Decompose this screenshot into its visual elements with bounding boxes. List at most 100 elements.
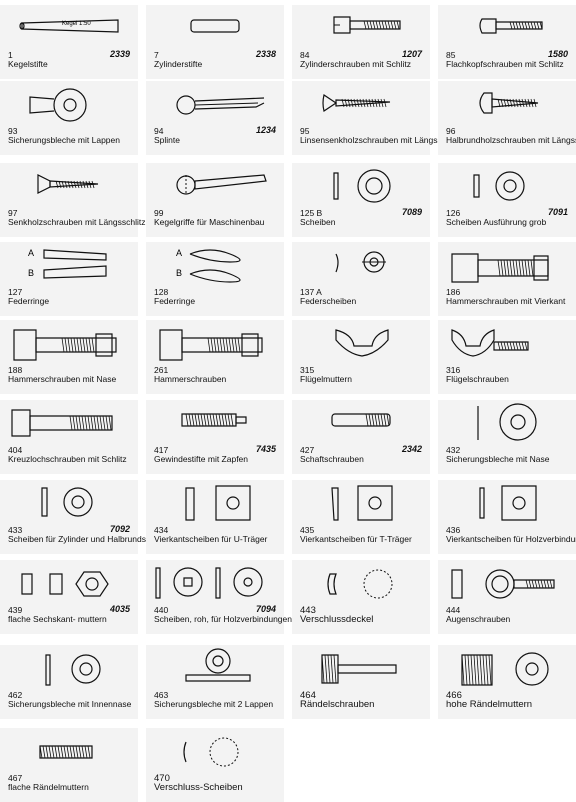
shank-screw-icon [292,400,430,446]
part-number: 444 [446,605,461,615]
part-number: 7 [154,50,159,60]
part-number: 436 [446,525,461,535]
part-name: Rändelschrauben [300,699,375,710]
part-name: Sicherungsbleche mit Lappen [8,135,120,145]
part-number: 125 B [300,208,323,218]
din-number: 7089 [401,207,422,217]
part-name: Vierkantscheiben für T-Träger [300,534,412,544]
part-name: Vierkantscheiben für U-Träger [154,534,268,544]
part-number: 128 [154,287,169,297]
closure-cap-icon [292,560,430,606]
din-number: 7091 [547,207,568,217]
coarse-washer-icon [438,163,576,209]
rough-washer-icon [146,560,284,606]
part-number: 435 [300,525,315,535]
round-head-wood-screw-icon [438,81,576,127]
part-name: hohe Rändelmuttern [446,699,533,710]
part-number: 93 [8,126,18,136]
din-number: 2338 [255,49,276,59]
part-number: 434 [154,525,169,535]
part-number: 315 [300,365,315,375]
part-name: Kreuzlochschrauben mit Schlitz [8,454,127,464]
part-number: 433 [8,525,23,535]
part-number: 432 [446,445,461,455]
svg-text:B: B [28,268,34,278]
svg-text:A: A [28,248,34,258]
din-number: 4035 [109,604,130,614]
part-name: Scheiben [300,217,336,227]
t-head-bolt-icon [146,320,284,366]
part-name: Schaftschrauben [300,454,364,464]
countersunk-wood-screw-icon [0,163,138,209]
part-number: 466 [446,690,462,701]
part-number: 97 [8,208,18,218]
part-name: Gewindestifte mit Zapfen [154,454,249,464]
raised-countersunk-wood-screw-icon [292,81,430,127]
part-number: 404 [8,445,23,455]
taper-pin-icon: Kegel 1:50 [0,5,138,51]
part-number: 94 [154,126,164,136]
knurled-screw-icon [292,645,430,691]
lock-washer-nose-icon [438,400,576,446]
part-number: 470 [154,773,170,784]
pan-head-screw-icon [438,5,576,51]
part-name: Linsensenkholzschrauben mit Längsschlitz [300,135,462,145]
din-number: 1580 [547,49,568,59]
two-tab-washer-icon [146,645,284,691]
part-name: Senkholzschrauben mit Längsschlitz [8,217,146,227]
svg-text:B: B [176,268,182,278]
part-number: 99 [154,208,164,218]
part-number: 96 [446,126,456,136]
part-name: Vierkantscheiben für Holzverbindungen [446,534,576,544]
din-number: 7435 [255,444,276,454]
part-name: Scheiben, roh, für Holzverbindungen [154,614,292,624]
high-knurled-nut-icon [438,645,576,691]
set-screw-icon [146,400,284,446]
part-name: Federringe [154,296,196,306]
part-name: Hammerschrauben mit Nase [8,374,117,384]
closure-disc-icon [146,728,284,774]
part-number: 463 [154,690,169,700]
part-name: Federringe [8,296,50,306]
part-name: Kegelstifte [8,59,48,69]
part-number: 126 [446,208,461,218]
part-name: Scheiben Ausführung grob [446,217,547,227]
square-washer-wood-icon [438,480,576,526]
part-name: Zylinderstifte [154,59,203,69]
part-number: 443 [300,605,316,616]
part-number: 440 [154,605,169,615]
part-name: Sicherungsbleche mit Nase [446,454,550,464]
part-name: Flachkopfschrauben mit Schlitz [446,59,564,69]
taper-handle-icon [146,163,284,209]
part-name: Kegelgriffe für Maschinenbau [154,217,265,227]
din-number: 2339 [109,49,130,59]
part-number: 417 [154,445,169,455]
din-number: 7092 [109,524,130,534]
part-number: 427 [300,445,315,455]
